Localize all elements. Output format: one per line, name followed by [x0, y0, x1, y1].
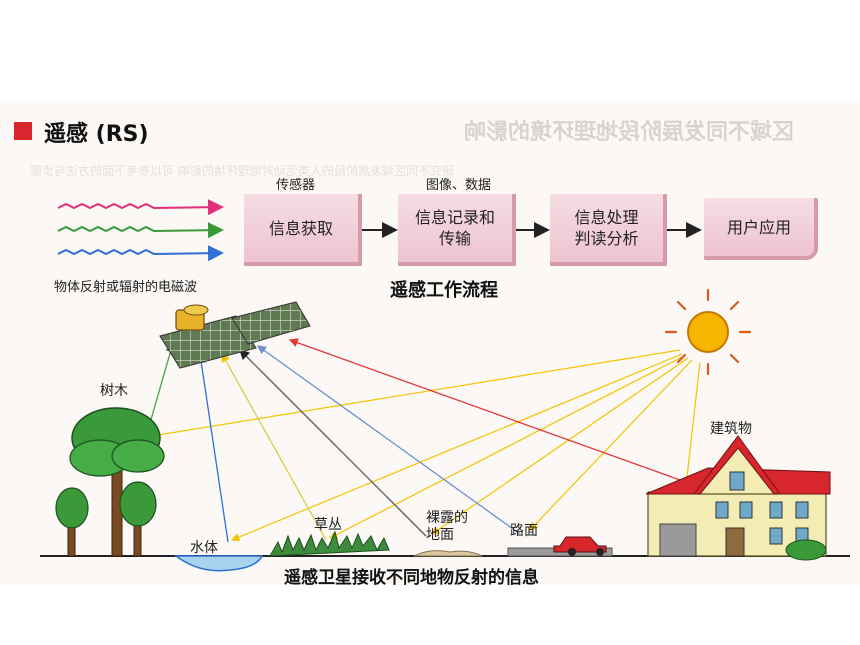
water-icon: [173, 555, 264, 572]
step-user-application: 用户应用: [704, 198, 818, 260]
wave-label: 物体反射或辐射的电磁波: [54, 280, 198, 295]
bare-ground-icon: [413, 550, 483, 557]
remote-sensing-illustration: [40, 199, 850, 572]
building-label: 建筑物: [710, 421, 752, 437]
step-process-analyze: 信息处理 判读分析: [550, 194, 667, 266]
road-label: 路面: [510, 523, 538, 539]
page: 遥感 (RS) 区域不同发展阶段地理环境的影响 研究不同区域发展阶段的人类活动对…: [0, 100, 860, 585]
section-marker-icon: [14, 122, 32, 140]
tree-icon: [55, 407, 165, 557]
wave-green: [57, 222, 224, 239]
grass-icon: [269, 530, 390, 557]
scene-caption: 遥感卫星接收不同地物反射的信息: [284, 568, 539, 585]
sensor-label: 传感器: [276, 178, 316, 193]
image-data-label: 图像、数据: [426, 178, 492, 193]
step-info-acquisition: 信息获取: [244, 194, 362, 266]
building-icon: [645, 435, 831, 561]
bare-ground-label: 裸露的 地面: [426, 510, 468, 543]
wave-blue: [57, 245, 224, 262]
trees-label: 树木: [100, 383, 128, 399]
satellite-icon: [159, 301, 311, 369]
water-label: 水体: [190, 540, 218, 556]
section-title: 遥感 (RS): [44, 122, 149, 147]
step-record-transmit: 信息记录和 传输: [398, 194, 516, 266]
wave-magenta: [57, 199, 224, 216]
sun-icon: [664, 288, 752, 376]
car-icon: [553, 536, 607, 556]
grass-label: 草丛: [314, 517, 342, 533]
flow-title: 遥感工作流程: [390, 280, 498, 301]
